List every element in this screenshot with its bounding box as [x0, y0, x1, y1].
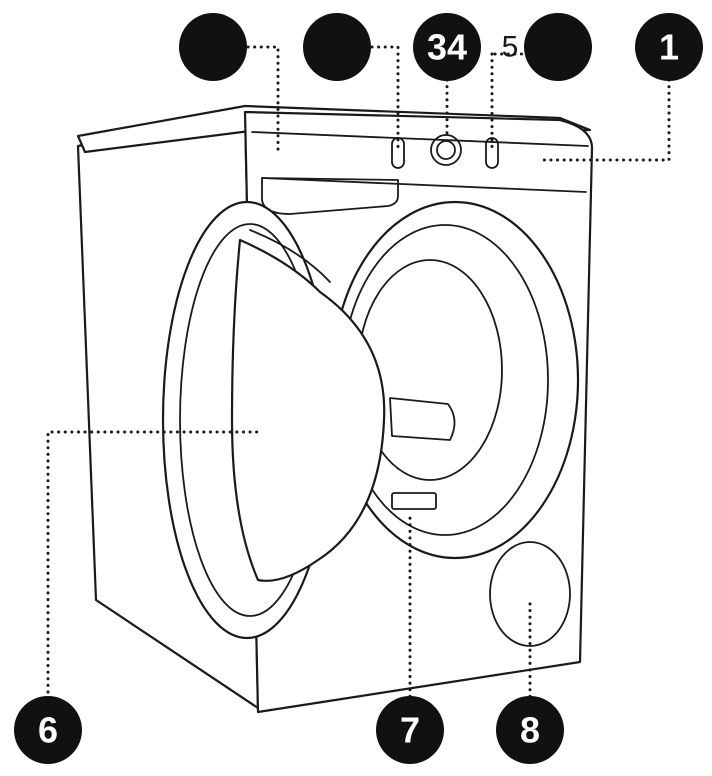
- callout-markers: 34 5 1 6 7 8: [14, 13, 703, 764]
- leader-line-b: [370, 45, 400, 152]
- control-panel: [251, 131, 589, 193]
- callout-label: 6: [38, 710, 58, 751]
- leader-line-d: [490, 52, 527, 152]
- callout-label: 7: [400, 710, 420, 751]
- door-glass-edge: [249, 229, 331, 283]
- leader-line-a: [246, 45, 280, 152]
- callout-marker: [303, 13, 371, 81]
- callout-marker: [413, 13, 481, 81]
- callout-marker: [524, 13, 592, 81]
- door-glass: [230, 238, 386, 582]
- right-display: [485, 137, 499, 169]
- drum-paddle: [389, 397, 456, 441]
- leader-lines: [46, 45, 671, 727]
- left-display: [391, 137, 405, 169]
- callout-marker: [496, 696, 564, 764]
- program-dial-inner: [436, 140, 456, 160]
- filter-cover: [489, 541, 571, 647]
- washing-machine-illustration: [76, 104, 594, 714]
- callout-label: 34: [427, 27, 467, 68]
- stray-number: 5: [502, 31, 519, 64]
- leader-line-6: [46, 430, 264, 727]
- callout-marker: [179, 13, 247, 81]
- callout-label: 8: [520, 710, 540, 751]
- callout-label: 1: [659, 27, 679, 68]
- callout-marker: [14, 696, 82, 764]
- door-catch: [391, 492, 437, 510]
- program-dial: [430, 134, 462, 166]
- callout-marker: [635, 13, 703, 81]
- callout-marker: [376, 696, 444, 764]
- leader-line-e: [538, 78, 671, 162]
